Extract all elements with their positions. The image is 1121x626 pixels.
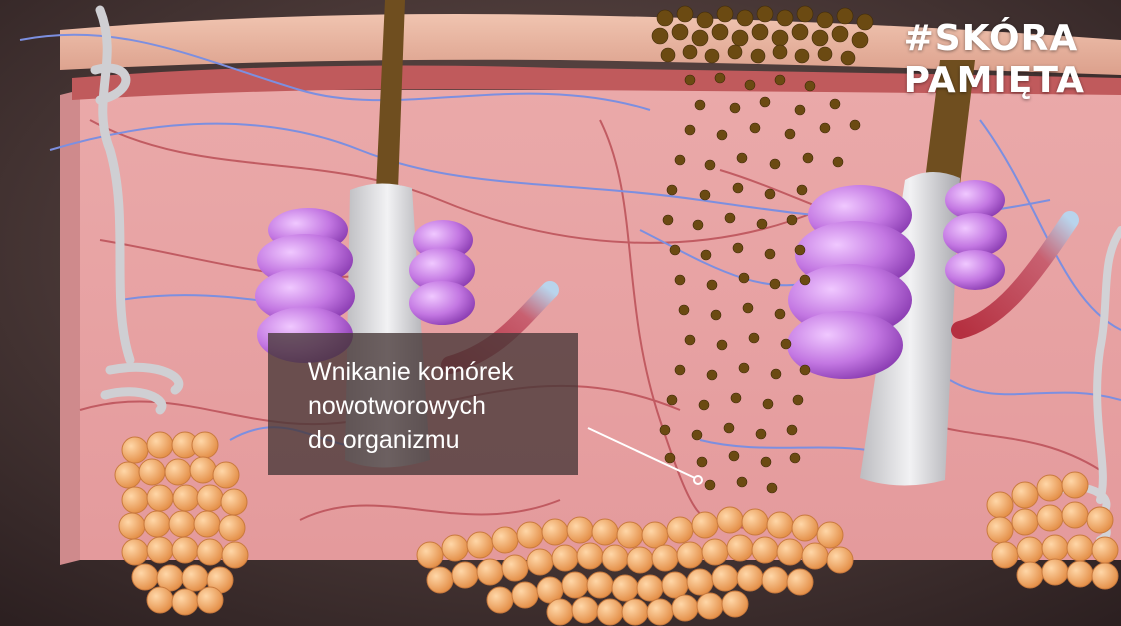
caption-line-1: Wnikanie komórek	[308, 358, 514, 386]
caption-box: Wnikanie komórek nowotworowych do organi…	[268, 333, 578, 475]
caption-line-2: nowotworowych	[308, 392, 486, 420]
hashtag-line-2: PAMIĘTA	[903, 60, 1085, 101]
hashtag-logo: #SKÓRA PAMIĘTA	[904, 18, 1085, 102]
caption-line-3: do organizmu	[308, 426, 460, 454]
caption-text: Wnikanie komórek nowotworowych do organi…	[308, 355, 514, 457]
fat-cells-icon	[114, 431, 1119, 626]
melanoma-cells-icon	[651, 5, 874, 494]
hashtag-line-1: #SKÓRA	[903, 18, 1079, 59]
